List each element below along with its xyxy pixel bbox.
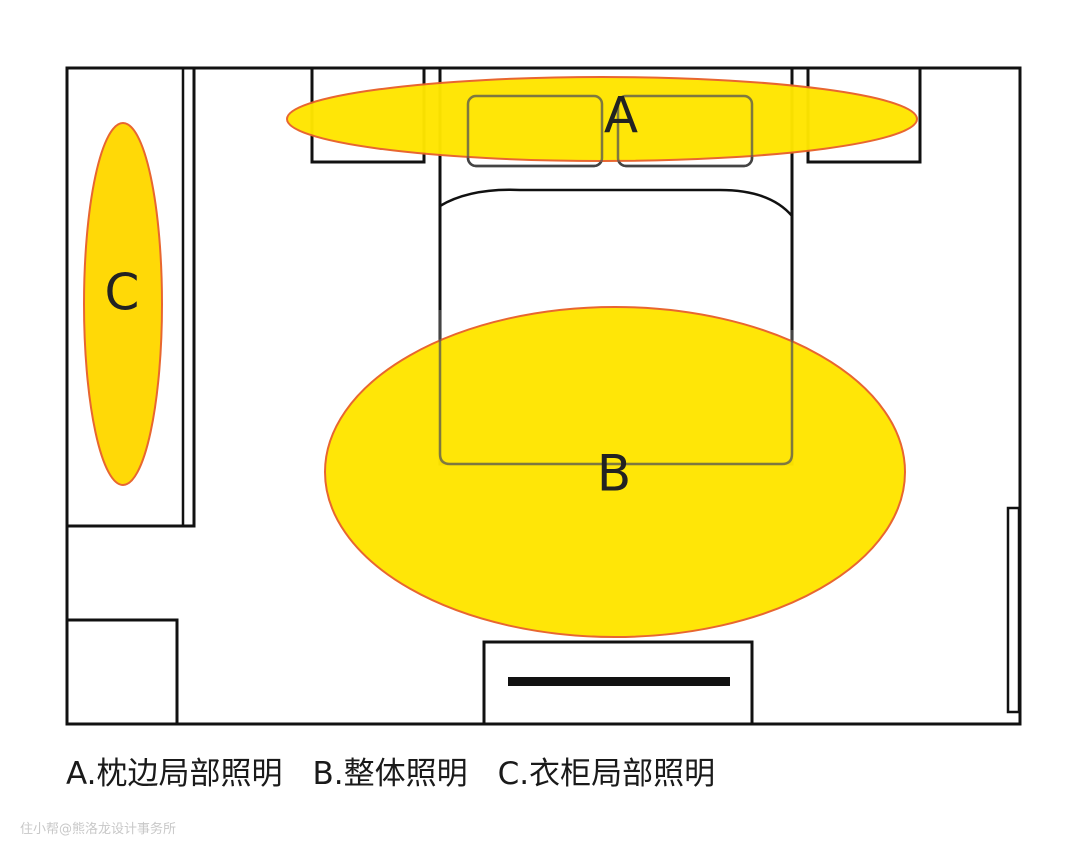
watermark-text: 住小帮@熊洛龙设计事务所 bbox=[20, 822, 177, 837]
zone-c-ellipse bbox=[83, 122, 163, 486]
pillow-left-overlay bbox=[466, 94, 604, 168]
zone-c-label: C bbox=[105, 264, 140, 322]
legend-item-c: C.衣柜局部照明 bbox=[497, 756, 716, 792]
blanket-fold bbox=[439, 188, 793, 217]
right-window bbox=[1006, 506, 1021, 714]
legend: A.枕边局部照明 B.整体照明 C.衣柜局部照明 bbox=[66, 748, 715, 793]
legend-item-b: B.整体照明 bbox=[312, 756, 468, 792]
tv-screen bbox=[508, 677, 730, 686]
pillow-right-overlay bbox=[616, 94, 754, 168]
wardrobe bbox=[65, 66, 196, 528]
bed-outline-overlay bbox=[438, 310, 794, 466]
zone-a-label: A bbox=[604, 87, 638, 145]
zone-b-ellipse bbox=[324, 306, 906, 638]
legend-item-a: A.枕边局部照明 bbox=[66, 756, 283, 792]
corner-cabinet bbox=[65, 618, 179, 726]
zone-b-label: B bbox=[597, 445, 631, 503]
tv-cabinet bbox=[482, 640, 754, 726]
